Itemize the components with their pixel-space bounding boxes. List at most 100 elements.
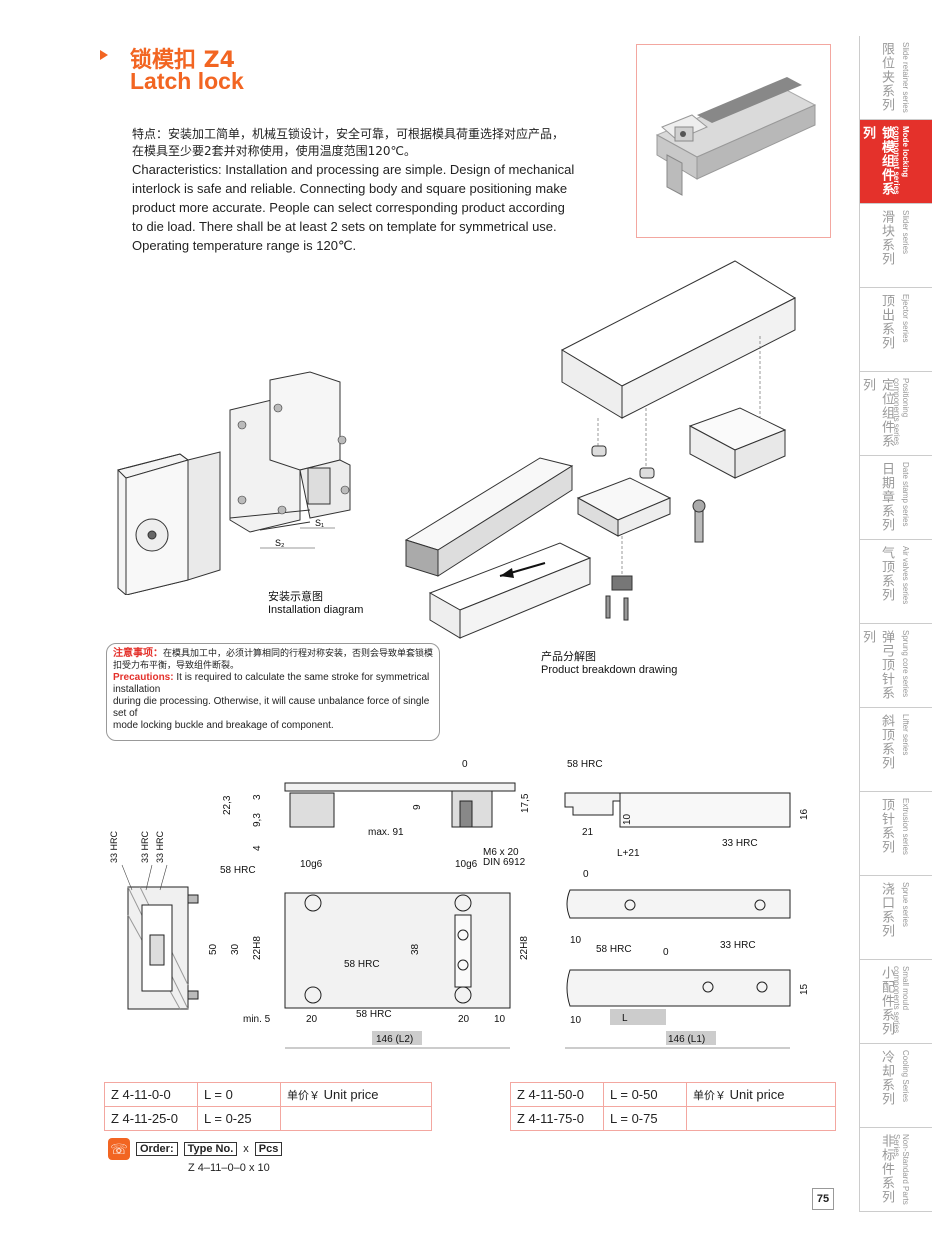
breakdown-caption-en: Product breakdown drawing (541, 664, 678, 676)
dim-10-right-c: 10 (570, 1015, 582, 1026)
dim-17-5: 17,5 (520, 793, 531, 813)
table-row: Z 4-11-75-0 L = 0-75 (510, 1106, 836, 1131)
installation-diagram: S₁ S₂ (117, 371, 351, 595)
times-label: x (243, 1143, 249, 1155)
dim-10g6-b: 10g6 (455, 859, 478, 870)
dim-L: L (622, 1013, 628, 1024)
type-code: Z 4-11-50-0 (510, 1082, 604, 1107)
s2-label: S₂ (275, 538, 285, 548)
phone-icon: ☏ (108, 1138, 130, 1160)
length: L = 0-75 (603, 1106, 687, 1131)
sidebar-item-en: Ejector series (901, 294, 910, 343)
hrc33-c: 33 HRC (155, 830, 165, 863)
dim-50: 50 (208, 943, 219, 955)
desc-en-4: to die load. There shall be at least 2 s… (132, 219, 557, 234)
precaution-box: 注意事项：在模具加工中，必须计算相同的行程对称安装，否则会导致单套锁模扣受力布平… (106, 643, 440, 741)
price-en: Unit price (323, 1086, 379, 1102)
breakdown-caption-cn: 产品分解图 (541, 650, 596, 663)
product-photo (636, 44, 831, 238)
sidebar-item-cn: 锁模组件系列 (860, 126, 894, 196)
hrc58-low: 58 HRC (356, 1009, 392, 1020)
sidebar-item-cn: 弹弓顶针系列 (860, 630, 894, 700)
dim-9: 9 (412, 804, 423, 810)
dim-9-3: 9,3 (252, 813, 263, 827)
dim-10g6-a: 10g6 (300, 859, 323, 870)
dim-10-right-b: 10 (570, 935, 582, 946)
dim-22h8-b: 22H8 (519, 936, 530, 960)
dim-10-a: 10 (494, 1014, 506, 1025)
dim-4: 4 (252, 845, 263, 851)
dim-20-a: 20 (306, 1014, 318, 1025)
dim-min5: min. 5 (243, 1014, 271, 1025)
dim-22-3: 22,3 (222, 795, 233, 815)
desc-cn-1: 特点：安装加工简单，机械互锁设计，安全可靠，可根据模具荷重选择对应产品， (132, 127, 565, 141)
desc-en-1: Characteristics: Installation and proces… (132, 162, 575, 177)
product-photo-image (655, 77, 817, 196)
sidebar-item[interactable]: 顶出系列 Ejector series (859, 288, 932, 372)
price-cn: 单价￥ (287, 1088, 320, 1102)
sidebar-item[interactable]: 气顶系列 Air valves series (859, 540, 932, 624)
sidebar-item-en: Non-Standard Parts Series (892, 1134, 910, 1205)
dim-21: 21 (582, 827, 594, 838)
sidebar-item-cn: 定位组件系列 (860, 378, 894, 448)
sidebar-item-en: Date stamp series (901, 462, 910, 527)
sidebar-item-en: Slide retainer series (901, 42, 910, 113)
precaution-cn-label: 注意事项： (113, 648, 163, 659)
sidebar-item-cn: 顶针系列 (879, 798, 894, 854)
dim-22h8-a: 22H8 (252, 936, 263, 960)
unit-price-header: 单价￥ Unit price (686, 1082, 836, 1107)
technical-drawing: 33 HRC 33 HRC 33 HRC 0 22,3 3 9,3 4 9 ma… (109, 759, 810, 1049)
sidebar-item[interactable]: 日期章系列 Date stamp series (859, 456, 932, 540)
hrc58-mid: 58 HRC (344, 959, 380, 970)
sidebar-item-cn: 非标件系列 (879, 1134, 894, 1204)
label-din: DIN 6912 (483, 857, 526, 868)
sidebar-item[interactable]: 限位夹系列 Slide retainer series (859, 36, 932, 120)
sidebar-item-cn: 限位夹系列 (879, 42, 894, 112)
sidebar-item-cn: 滑块系列 (879, 210, 894, 266)
unit-price-header: 单价￥ Unit price (280, 1082, 432, 1107)
pcs-label: Pcs (254, 1142, 283, 1156)
sidebar-item-en: Cooling Series (901, 1050, 910, 1103)
dim-10-right: 10 (622, 813, 633, 825)
page-number: 75 (812, 1188, 834, 1210)
sidebar-item-cn: 小配件系列 (879, 966, 894, 1036)
breakdown-caption: 产品分解图 Product breakdown drawing (541, 648, 677, 676)
sidebar-item-en: Lifter series (901, 714, 910, 756)
table-row: Z 4-11-50-0 L = 0-50 单价￥ Unit price (510, 1082, 836, 1107)
desc-en-5: Operating temperature range is 120℃. (132, 238, 357, 253)
length: L = 0-25 (197, 1106, 281, 1131)
sidebar-item-cn: 冷却系列 (879, 1050, 894, 1106)
sidebar-item-cn: 气顶系列 (879, 546, 894, 602)
sidebar-item[interactable]: 冷却系列 Cooling Series (859, 1044, 932, 1128)
sidebar-item-en: Mode locking component series (892, 126, 910, 195)
desc-en-2: interlock is safe and reliable. Connecti… (132, 181, 568, 196)
sidebar-item[interactable]: 顶针系列 Extrusion series (859, 792, 932, 876)
dim-38: 38 (410, 943, 421, 955)
sidebar-item-en: Air valves series (901, 546, 910, 605)
price-table-right: Z 4-11-50-0 L = 0-50 单价￥ Unit price Z 4-… (510, 1082, 836, 1131)
price-cell (280, 1106, 432, 1131)
order-label: Order: (136, 1142, 178, 1156)
precaution-cn-text: 在模具加工中，必须计算相同的行程对称安装，否则会导致单套锁模扣受力布平衡，导致组… (113, 649, 434, 671)
price-en: Unit price (729, 1086, 785, 1102)
sidebar-item-en: Positioning components series (892, 378, 910, 446)
title-arrow-icon (100, 50, 108, 60)
sidebar-item-cn: 日期章系列 (879, 462, 894, 532)
s1-label: S₁ (315, 518, 324, 528)
price-table-left: Z 4-11-0-0 L = 0 单价￥ Unit price Z 4-11-2… (104, 1082, 432, 1131)
hrc33-right: 33 HRC (722, 838, 758, 849)
hrc33-a: 33 HRC (109, 830, 119, 863)
sidebar-item-cn: 顶出系列 (879, 294, 894, 350)
dim-15: 15 (799, 983, 810, 995)
sidebar-item-en: Extrusion series (901, 798, 910, 855)
dim-20-b: 20 (458, 1014, 470, 1025)
description: 特点：安装加工简单，机械互锁设计，安全可靠，可根据模具荷重选择对应产品， 在模具… (132, 126, 592, 255)
